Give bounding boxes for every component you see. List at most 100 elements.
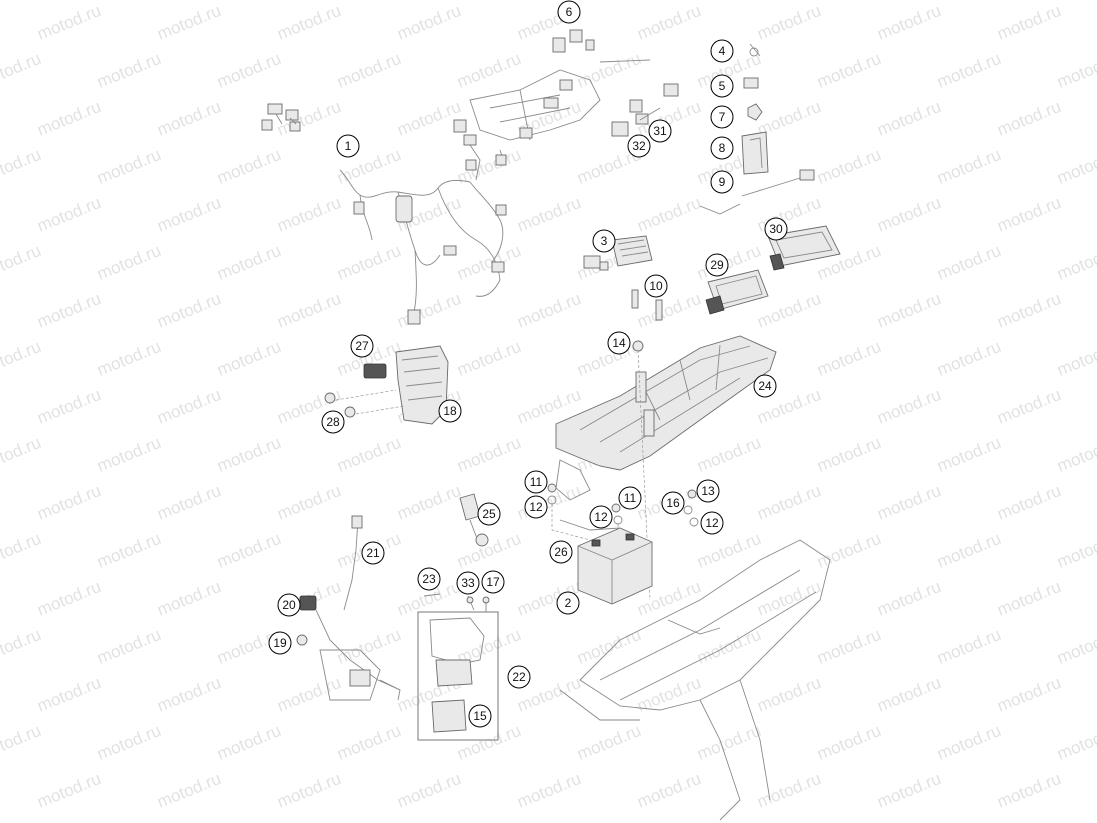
watermark-text: motod.ru — [214, 49, 283, 92]
watermark-text: motod.ru — [394, 769, 463, 812]
watermark-text: motod.ru — [94, 49, 163, 92]
callout-4: 4 — [710, 39, 734, 63]
harness-upper — [453, 69, 601, 181]
svg-text:10: 10 — [649, 279, 663, 293]
watermark-text: motod.ru — [934, 49, 1003, 92]
watermark-text: motod.ru — [1054, 817, 1097, 823]
watermark-text: motod.ru — [0, 49, 44, 92]
watermark-text: motod.ru — [94, 625, 163, 668]
watermark-text: motod.ru — [814, 49, 883, 92]
callout-15: 15 — [468, 704, 492, 728]
watermark-text: motod.ru — [694, 721, 763, 764]
watermark-text: motod.ru — [1054, 625, 1097, 668]
watermark-text: motod.ru — [454, 433, 523, 476]
watermark-text: motod.ru — [994, 193, 1063, 236]
watermark-text: motod.ru — [994, 769, 1063, 812]
svg-text:27: 27 — [355, 339, 369, 353]
svg-text:28: 28 — [326, 415, 340, 429]
watermark-text: motod.ru — [394, 289, 463, 332]
watermark-text: motod.ru — [334, 433, 403, 476]
svg-text:30: 30 — [769, 222, 783, 236]
watermark-text: motod.ru — [574, 817, 643, 823]
part-10-bolts — [631, 289, 663, 321]
svg-text:21: 21 — [366, 546, 380, 560]
watermark-text: motod.ru — [874, 289, 943, 332]
watermark-text: motod.ru — [1054, 529, 1097, 572]
wiring-harness — [339, 169, 507, 325]
watermark-text: motod.ru — [454, 337, 523, 380]
svg-text:20: 20 — [282, 598, 296, 612]
watermark-text: motod.ru — [274, 289, 343, 332]
watermark-text: motod.ru — [34, 769, 103, 812]
watermark-text: motod.ru — [0, 433, 44, 476]
watermark-text: motod.ru — [334, 241, 403, 284]
callout-12a: 12 — [524, 495, 548, 519]
watermark-text: motod.ru — [94, 337, 163, 380]
part-30-tray — [767, 225, 841, 271]
svg-text:29: 29 — [710, 258, 724, 272]
callout-17: 17 — [481, 570, 505, 594]
watermark-text: motod.ru — [154, 577, 223, 620]
watermark-text: motod.ru — [154, 97, 223, 140]
watermark-text: motod.ru — [94, 145, 163, 188]
watermark-text: motod.ru — [874, 193, 943, 236]
callout-7: 7 — [710, 105, 734, 129]
watermark-text: motod.ru — [634, 289, 703, 332]
watermark-text: motod.ru — [994, 577, 1063, 620]
watermark-text: motod.ru — [0, 145, 44, 188]
watermark-text: motod.ru — [274, 193, 343, 236]
callout-5: 5 — [710, 74, 734, 98]
callout-12b: 12 — [589, 505, 613, 529]
watermark-text: motod.ru — [514, 193, 583, 236]
callout-10: 10 — [644, 274, 668, 298]
watermark-text: motod.ru — [1054, 49, 1097, 92]
watermark-text: motod.ru — [814, 337, 883, 380]
callout-18: 18 — [438, 399, 462, 423]
rear-frame — [559, 539, 831, 821]
watermark-text: motod.ru — [214, 145, 283, 188]
part-2-battery — [559, 519, 653, 605]
watermark-text: motod.ru — [1054, 433, 1097, 476]
callout-31: 31 — [648, 119, 672, 143]
parts-drawing — [261, 29, 841, 821]
svg-text:6: 6 — [566, 5, 573, 19]
watermark-text: motod.ru — [274, 481, 343, 524]
svg-text:1: 1 — [345, 139, 352, 153]
watermark-text: motod.ru — [934, 625, 1003, 668]
watermark-text: motod.ru — [1054, 337, 1097, 380]
watermark-text: motod.ru — [934, 337, 1003, 380]
svg-text:22: 22 — [512, 670, 526, 684]
watermark-text: motod.ru — [814, 433, 883, 476]
watermark-text: motod.ru — [694, 529, 763, 572]
watermark-text: motod.ru — [994, 481, 1063, 524]
watermark-text: motod.ru — [994, 97, 1063, 140]
watermark-text: motod.ru — [934, 241, 1003, 284]
watermark-text: motod.ru — [34, 97, 103, 140]
watermark-text: motod.ru — [214, 337, 283, 380]
watermark-text: motod.ru — [754, 577, 823, 620]
watermark-text: motod.ru — [0, 817, 44, 823]
svg-text:4: 4 — [719, 44, 726, 58]
callout-26: 26 — [549, 540, 573, 564]
callout-22: 22 — [507, 665, 531, 689]
watermark-text: motod.ru — [94, 529, 163, 572]
watermark-text: motod.ru — [814, 529, 883, 572]
callout-33: 33 — [456, 571, 480, 595]
svg-text:31: 31 — [653, 124, 667, 138]
watermark-text: motod.ru — [94, 721, 163, 764]
callout-28: 28 — [321, 410, 345, 434]
svg-text:15: 15 — [473, 709, 487, 723]
watermark-text: motod.ru — [754, 1, 823, 44]
watermark-text: motod.ru — [334, 49, 403, 92]
watermark-text: motod.ru — [214, 529, 283, 572]
callout-27: 27 — [350, 334, 374, 358]
watermark-text: motod.ru — [1054, 721, 1097, 764]
watermark-text: motod.ru — [874, 769, 943, 812]
watermark-text: motod.ru — [754, 673, 823, 716]
svg-text:25: 25 — [482, 507, 496, 521]
callout-32: 32 — [627, 134, 651, 158]
watermark-text: motod.ru — [214, 721, 283, 764]
svg-text:7: 7 — [719, 110, 726, 124]
part-31-32-relays — [599, 59, 679, 137]
